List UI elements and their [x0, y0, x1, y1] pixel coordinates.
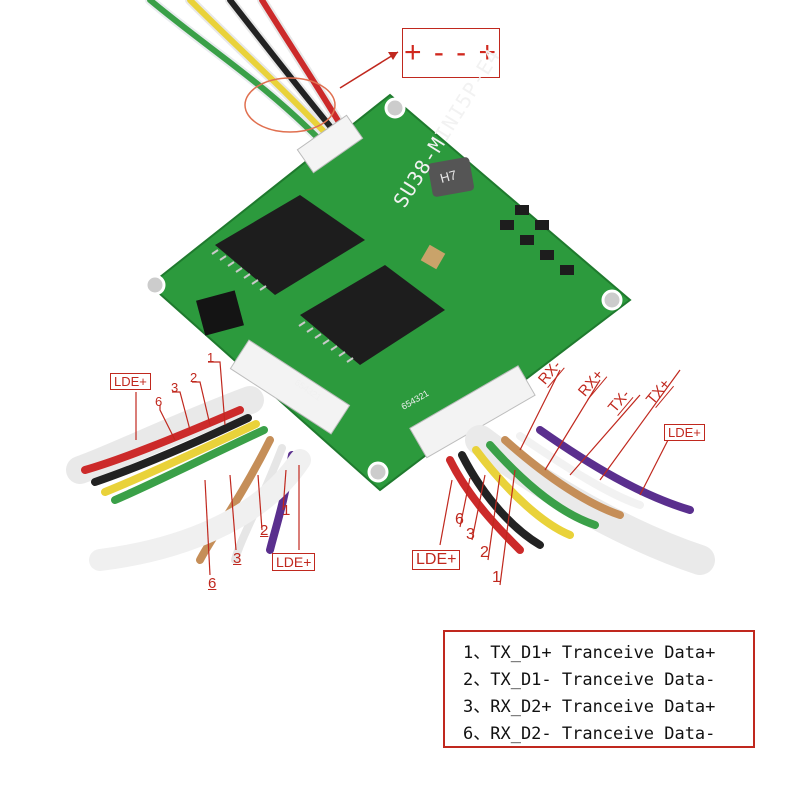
- inductor-mark: H7: [438, 167, 459, 186]
- right-bottom-pin-2: 2: [480, 544, 489, 561]
- right-bottom-lde-label: LDE+: [412, 550, 461, 570]
- wire-highlight-ellipse: [244, 77, 336, 133]
- left-bottom-pin-3: 3: [233, 550, 242, 567]
- right-bottom-pin-6: 6: [455, 511, 464, 528]
- legend-row-2: 2、TX_D1- Tranceive Data-: [463, 670, 716, 690]
- right-side-lde-label: LDE+: [664, 424, 705, 441]
- left-connector: [229, 339, 351, 435]
- legend-row-6: 6、RX_D2- Tranceive Data-: [463, 724, 716, 744]
- pinout-legend: 1、TX_D1+ Tranceive Data+ 2、TX_D1- Trance…: [443, 630, 755, 748]
- left-top-pin-2: 2: [190, 370, 198, 385]
- left-top-pin-3: 3: [171, 380, 179, 395]
- right-bottom-pin-1: 1: [492, 569, 501, 586]
- left-top-pin-6: 6: [155, 394, 163, 409]
- right-cable-bundle: [446, 425, 715, 575]
- left-bottom-pin-1: 1: [282, 502, 291, 519]
- power-wires: [145, 0, 351, 145]
- left-top-lde-label: LDE+: [110, 373, 151, 390]
- right-bottom-pin-3: 3: [466, 526, 475, 543]
- left-bottom-lde-label: LDE+: [272, 553, 316, 571]
- left-cable-bundle: [66, 386, 311, 571]
- legend-row-3: 3、RX_D2+ Tranceive Data+: [463, 697, 716, 717]
- right-callout-lines: [439, 369, 681, 586]
- left-bottom-pin-6: 6: [208, 575, 217, 592]
- left-bottom-pin-2: 2: [260, 522, 269, 539]
- power-arrow: [339, 51, 399, 89]
- power-polarity-label: + - - +: [402, 28, 500, 78]
- legend-row-1: 1、TX_D1+ Tranceive Data+: [463, 643, 716, 663]
- left-top-callout-lines: [135, 361, 226, 441]
- power-arrow-head: [388, 52, 398, 60]
- left-top-pin-1: 1: [207, 350, 215, 365]
- left-bottom-callout-lines: [204, 465, 300, 576]
